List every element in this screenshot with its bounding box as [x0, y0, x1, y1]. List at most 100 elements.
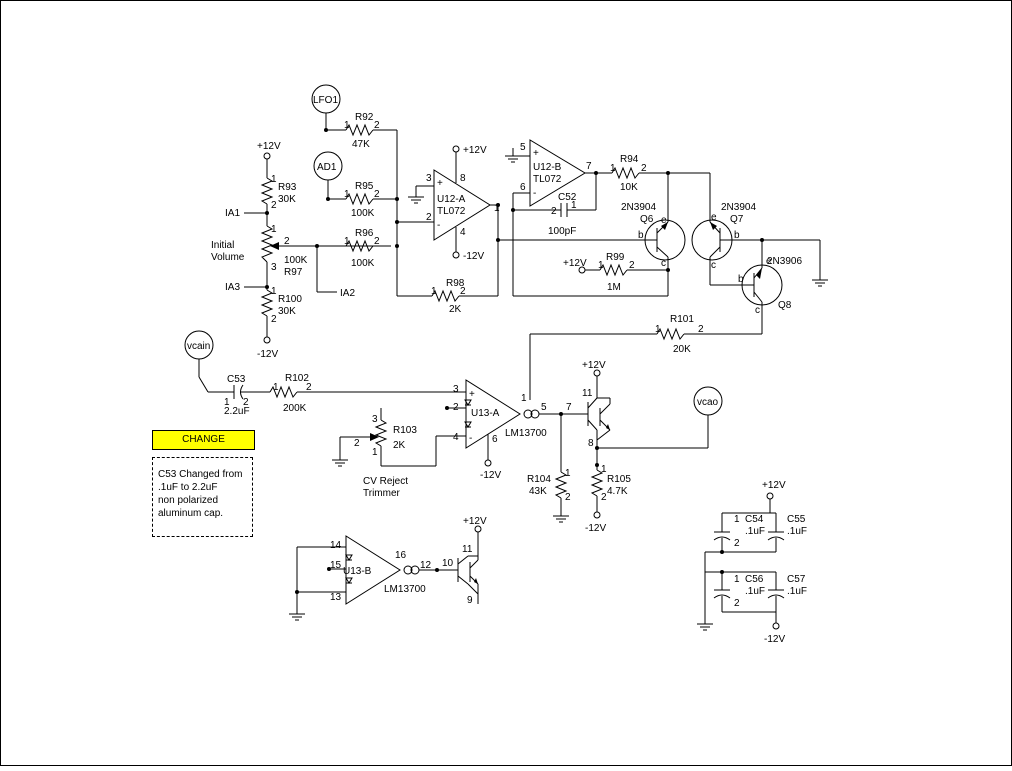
svg-text:2: 2: [271, 200, 277, 211]
svg-text:c: c: [661, 258, 666, 269]
svg-text:3: 3: [271, 262, 277, 273]
svg-text:-: -: [533, 188, 536, 199]
svg-text:2N3904: 2N3904: [721, 202, 756, 213]
r99-network: +12V R99 1M 1 2: [563, 252, 668, 293]
svg-text:C55: C55: [787, 514, 806, 525]
svg-text:1: 1: [344, 236, 350, 247]
svg-text:c: c: [711, 260, 716, 271]
svg-text:43K: 43K: [529, 486, 547, 497]
svg-text:2: 2: [734, 598, 740, 609]
u12b-opamp: + - U12-B TL072 5 6 7 C52 100pF 2 1 R94 …: [505, 139, 710, 297]
svg-text:2K: 2K: [393, 440, 406, 451]
svg-text:30K: 30K: [278, 194, 296, 205]
svg-text:vcain: vcain: [187, 341, 210, 352]
svg-text:Q8: Q8: [778, 300, 792, 311]
svg-text:47K: 47K: [352, 139, 370, 150]
svg-text:C57: C57: [787, 574, 806, 585]
svg-text:1: 1: [344, 120, 350, 131]
r104-resistor: [554, 471, 568, 499]
svg-text:+12V: +12V: [762, 480, 786, 491]
svg-text:3: 3: [453, 384, 459, 395]
svg-text:R92: R92: [355, 112, 374, 123]
svg-text:2: 2: [354, 438, 360, 449]
svg-text:4.7K: 4.7K: [607, 486, 628, 497]
change-note: C53 Changed from .1uF to 2.2uF non polar…: [152, 457, 253, 537]
svg-text:2N3906: 2N3906: [767, 256, 802, 267]
svg-text:Trimmer: Trimmer: [363, 488, 401, 499]
svg-text:R103: R103: [393, 425, 417, 436]
svg-text:2: 2: [460, 286, 466, 297]
svg-text:2: 2: [426, 212, 432, 223]
svg-text:7: 7: [566, 402, 572, 413]
svg-text:1: 1: [655, 324, 661, 335]
svg-text:1: 1: [734, 514, 740, 525]
r95-resistor: [345, 192, 374, 206]
svg-text:3: 3: [426, 173, 432, 184]
decoupling-capacitors: +12V 1 C54 .1uF 2 C55 .1uF 1 C56 .1uF 2 …: [697, 480, 807, 645]
svg-text:2: 2: [271, 314, 277, 325]
r98-resistor: [431, 289, 460, 303]
svg-text:+12V: +12V: [582, 360, 606, 371]
svg-text:1: 1: [271, 286, 277, 297]
change-note-line: .1uF to 2.2uF: [158, 482, 218, 493]
r96-resistor: [345, 239, 374, 253]
r100-resistor: [260, 289, 274, 317]
svg-text:C54: C54: [745, 514, 764, 525]
u13a-ota: + - U13-A LM13700 3 2 4 6 -12V 1 5 R104 …: [445, 379, 580, 523]
svg-text:R99: R99: [606, 252, 625, 263]
svg-text:.1uF: .1uF: [787, 526, 807, 537]
svg-text:c: c: [755, 305, 760, 316]
svg-text:R100: R100: [278, 294, 302, 305]
svg-text:15: 15: [330, 560, 342, 571]
svg-text:1: 1: [431, 286, 437, 297]
svg-text:2K: 2K: [449, 304, 462, 315]
svg-text:-12V: -12V: [480, 470, 501, 481]
q7-transistor: b e c 2N3904 Q7: [691, 173, 828, 287]
svg-text:1: 1: [273, 382, 279, 393]
svg-text:b: b: [638, 230, 644, 241]
svg-text:7: 7: [586, 161, 592, 172]
svg-text:vcao: vcao: [697, 397, 719, 408]
svg-text:10: 10: [442, 558, 454, 569]
svg-text:e: e: [661, 215, 667, 226]
svg-text:5: 5: [541, 402, 547, 413]
change-note-title: CHANGE: [152, 430, 255, 450]
svg-text:AD1: AD1: [317, 162, 337, 173]
r99-resistor: [599, 263, 628, 277]
svg-text:4: 4: [460, 227, 466, 238]
r93-resistor: [260, 177, 274, 205]
svg-text:CV Reject: CV Reject: [363, 476, 408, 487]
svg-text:11: 11: [462, 544, 473, 555]
svg-text:U13-A: U13-A: [471, 408, 500, 419]
svg-text:Volume: Volume: [211, 252, 245, 263]
svg-text:12: 12: [420, 560, 432, 571]
svg-text:TL072: TL072: [533, 174, 562, 185]
svg-text:LFO1: LFO1: [313, 95, 338, 106]
change-note-line: C53 Changed from: [158, 469, 243, 480]
svg-text:1: 1: [598, 260, 604, 271]
svg-text:C52: C52: [558, 192, 577, 203]
svg-text:R96: R96: [355, 228, 374, 239]
svg-text:1: 1: [372, 447, 378, 458]
r101-resistor: [656, 327, 685, 341]
svg-text:6: 6: [520, 182, 526, 193]
mixer-inputs: LFO1 R92 47K 1 2 AD1 R95 100K 1 2 R96 10…: [311, 84, 434, 296]
svg-text:2: 2: [734, 538, 740, 549]
svg-text:2: 2: [551, 206, 557, 217]
vcain-input: vcain C53 2.2uF 1 2 R102 200K 1 2: [184, 330, 466, 417]
svg-text:-12V: -12V: [585, 523, 606, 534]
svg-text:LM13700: LM13700: [384, 584, 426, 595]
svg-text:1: 1: [521, 393, 527, 404]
r97-potentiometer: [260, 225, 274, 263]
svg-text:2: 2: [284, 236, 290, 247]
svg-text:+12V: +12V: [563, 258, 587, 269]
svg-text:IA3: IA3: [225, 282, 240, 293]
svg-text:+12V: +12V: [463, 516, 487, 527]
initial-volume-network: +12V R93 30K 1 2 IA1 1 2 3 100K R97 Init…: [211, 141, 391, 360]
svg-text:R95: R95: [355, 181, 374, 192]
svg-text:1: 1: [224, 397, 230, 408]
svg-text:100K: 100K: [284, 255, 308, 266]
svg-text:14: 14: [330, 540, 342, 551]
svg-text:Initial: Initial: [211, 240, 234, 251]
